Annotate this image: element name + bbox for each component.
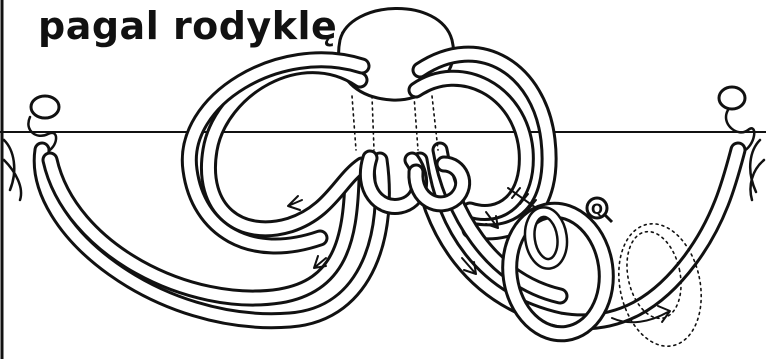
arrow-left-loop-icon	[288, 196, 302, 210]
hidden-path-lines	[352, 96, 438, 150]
marker-label: Q	[591, 202, 603, 218]
left-upper-loop	[189, 60, 362, 246]
arrow-left-rope-icon	[314, 256, 326, 268]
